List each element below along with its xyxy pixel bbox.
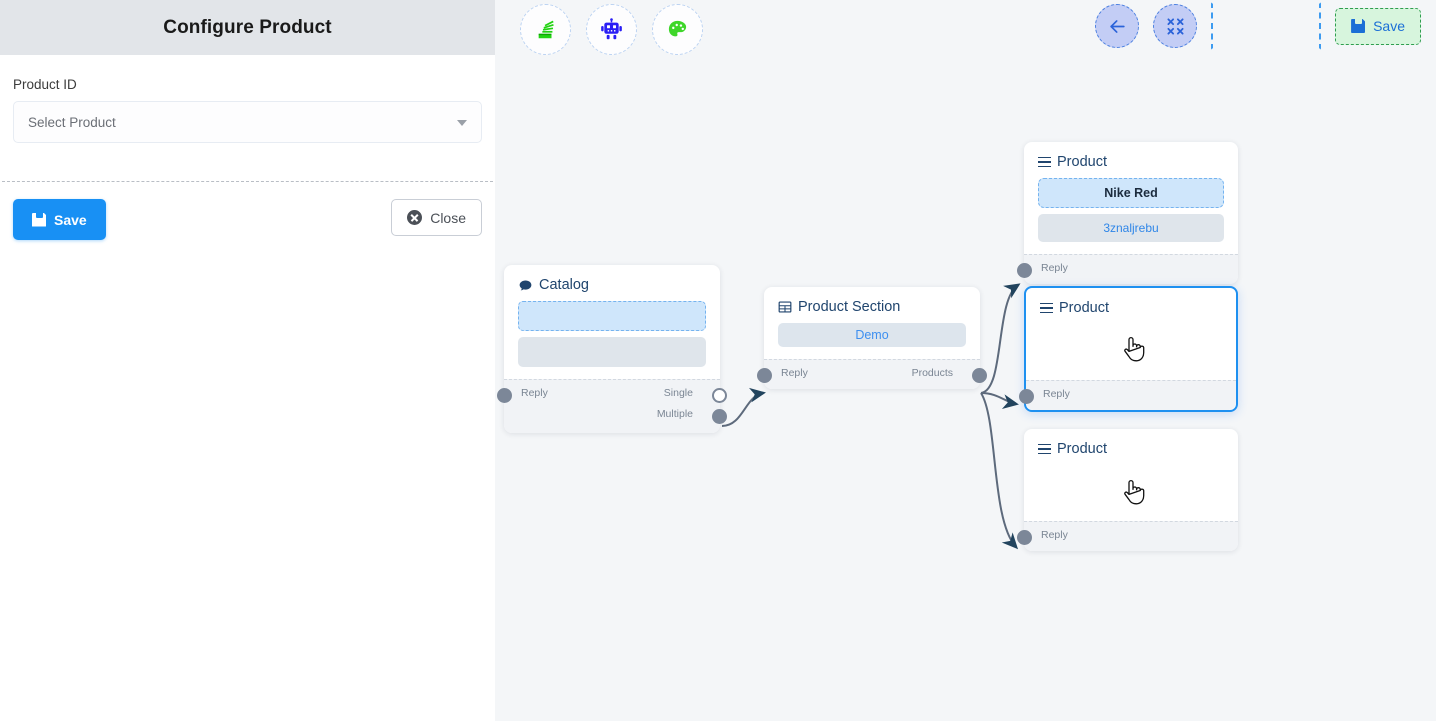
node-product-section-header: Product Section	[764, 287, 980, 321]
catalog-chip-secondary[interactable]	[518, 337, 706, 367]
port-section-reply-in[interactable]	[757, 368, 772, 383]
port-product-3-reply-in[interactable]	[1017, 530, 1032, 545]
node-product-2-header: Product	[1026, 288, 1236, 322]
close-button[interactable]: Close	[391, 199, 482, 236]
back-arrow-icon-button[interactable]	[1095, 4, 1140, 48]
grid-table-icon	[778, 301, 792, 313]
port-label-reply: Reply	[1041, 262, 1068, 274]
node-product-1-header: Product	[1024, 142, 1238, 176]
canvas-toolbar-left	[520, 4, 703, 55]
speech-bubble-icon	[519, 280, 532, 290]
port-product-1-reply-in[interactable]	[1017, 263, 1032, 278]
node-product-section-footer: Reply Products	[757, 359, 987, 389]
port-catalog-reply-in[interactable]	[497, 388, 512, 403]
node-product-section-title: Product Section	[798, 299, 901, 315]
canvas-toolbar-right: Save	[1095, 2, 1421, 50]
product-1-chip-code[interactable]: 3znaljrebu	[1038, 214, 1224, 242]
node-product-3-body[interactable]	[1024, 463, 1238, 521]
save-disk-icon	[32, 212, 46, 227]
edge-catalog-to-section	[721, 387, 766, 427]
port-catalog-single-out[interactable]	[712, 388, 727, 403]
fit-to-screen-icon-button[interactable]	[1153, 4, 1198, 48]
product-section-chip-demo[interactable]: Demo	[778, 323, 966, 347]
save-button-label: Save	[54, 211, 87, 228]
node-product-1-body: Nike Red 3znaljrebu	[1024, 176, 1238, 254]
node-product-1[interactable]: Product Nike Red 3znaljrebu Reply	[1017, 142, 1238, 284]
stack-overflow-icon	[538, 20, 554, 38]
hamburger-list-icon	[1038, 443, 1051, 455]
node-catalog-header: Catalog	[504, 265, 720, 299]
port-label-reply: Reply	[1041, 529, 1068, 541]
robot-icon	[601, 18, 622, 40]
port-label-multiple: Multiple	[656, 408, 693, 420]
canvas-save-label: Save	[1373, 18, 1405, 34]
port-product-2-reply-in[interactable]	[1019, 389, 1034, 404]
node-catalog[interactable]: Catalog Reply Single Multiple	[497, 265, 727, 433]
node-product-3[interactable]: Product Reply	[1017, 429, 1238, 551]
node-product-2-body[interactable]	[1026, 322, 1236, 380]
product-id-select[interactable]: Select Product	[13, 101, 482, 143]
toolbar-empty-slot[interactable]	[1211, 2, 1322, 50]
node-product-2-footer: Reply	[1019, 380, 1236, 410]
port-label-reply: Reply	[521, 387, 548, 399]
panel-divider	[2, 181, 493, 182]
node-catalog-body	[504, 299, 720, 379]
node-product-3-header: Product	[1024, 429, 1238, 463]
close-circle-icon	[407, 210, 423, 225]
catalog-chip-primary[interactable]	[518, 301, 706, 331]
node-product-3-footer: Reply	[1017, 521, 1238, 551]
panel-header: Configure Product	[0, 0, 495, 55]
hamburger-list-icon	[1040, 302, 1053, 314]
node-product-section-body: Demo	[764, 321, 980, 359]
robot-icon-button[interactable]	[586, 4, 637, 55]
port-label-reply: Reply	[781, 367, 808, 379]
port-label-products: Products	[911, 367, 953, 379]
port-label-single: Single	[663, 387, 693, 399]
save-disk-icon	[1351, 19, 1365, 33]
page-title: Configure Product	[163, 16, 332, 38]
stack-overflow-icon-button[interactable]	[520, 4, 571, 55]
panel-body: Product ID Select Product	[0, 55, 495, 181]
edge-section-to-product-2	[980, 392, 1019, 409]
node-product-1-title: Product	[1057, 154, 1107, 170]
node-product-section[interactable]: Product Section Demo Reply Products	[757, 287, 987, 389]
close-button-label: Close	[430, 209, 466, 226]
panel-footer: Save Close	[0, 182, 495, 240]
palette-icon-button[interactable]	[652, 4, 703, 55]
node-product-2[interactable]: Product Reply	[1019, 286, 1238, 412]
node-catalog-title: Catalog	[539, 277, 589, 293]
product-1-chip-name[interactable]: Nike Red	[1038, 178, 1224, 208]
node-catalog-footer: Reply Single Multiple	[497, 379, 727, 433]
node-product-2-title: Product	[1059, 300, 1109, 316]
product-id-select-value: Select Product	[28, 114, 116, 130]
flow-canvas[interactable]: Save Catalog	[495, 0, 1436, 721]
hamburger-list-icon	[1038, 156, 1051, 168]
port-label-reply: Reply	[1043, 388, 1070, 400]
canvas-save-button[interactable]: Save	[1335, 7, 1421, 45]
port-section-products-out[interactable]	[972, 368, 987, 383]
back-arrow-icon	[1109, 19, 1125, 33]
node-product-1-footer: Reply	[1017, 254, 1238, 284]
configure-product-panel: Configure Product Product ID Select Prod…	[0, 0, 495, 721]
product-id-label: Product ID	[13, 77, 77, 92]
chevron-down-icon	[457, 120, 467, 126]
port-catalog-multiple-out[interactable]	[712, 409, 727, 424]
save-button[interactable]: Save	[13, 199, 106, 240]
palette-icon	[668, 20, 687, 37]
fit-to-screen-icon	[1167, 17, 1184, 35]
edge-section-to-product-3	[980, 392, 1019, 550]
node-product-3-title: Product	[1057, 441, 1107, 457]
